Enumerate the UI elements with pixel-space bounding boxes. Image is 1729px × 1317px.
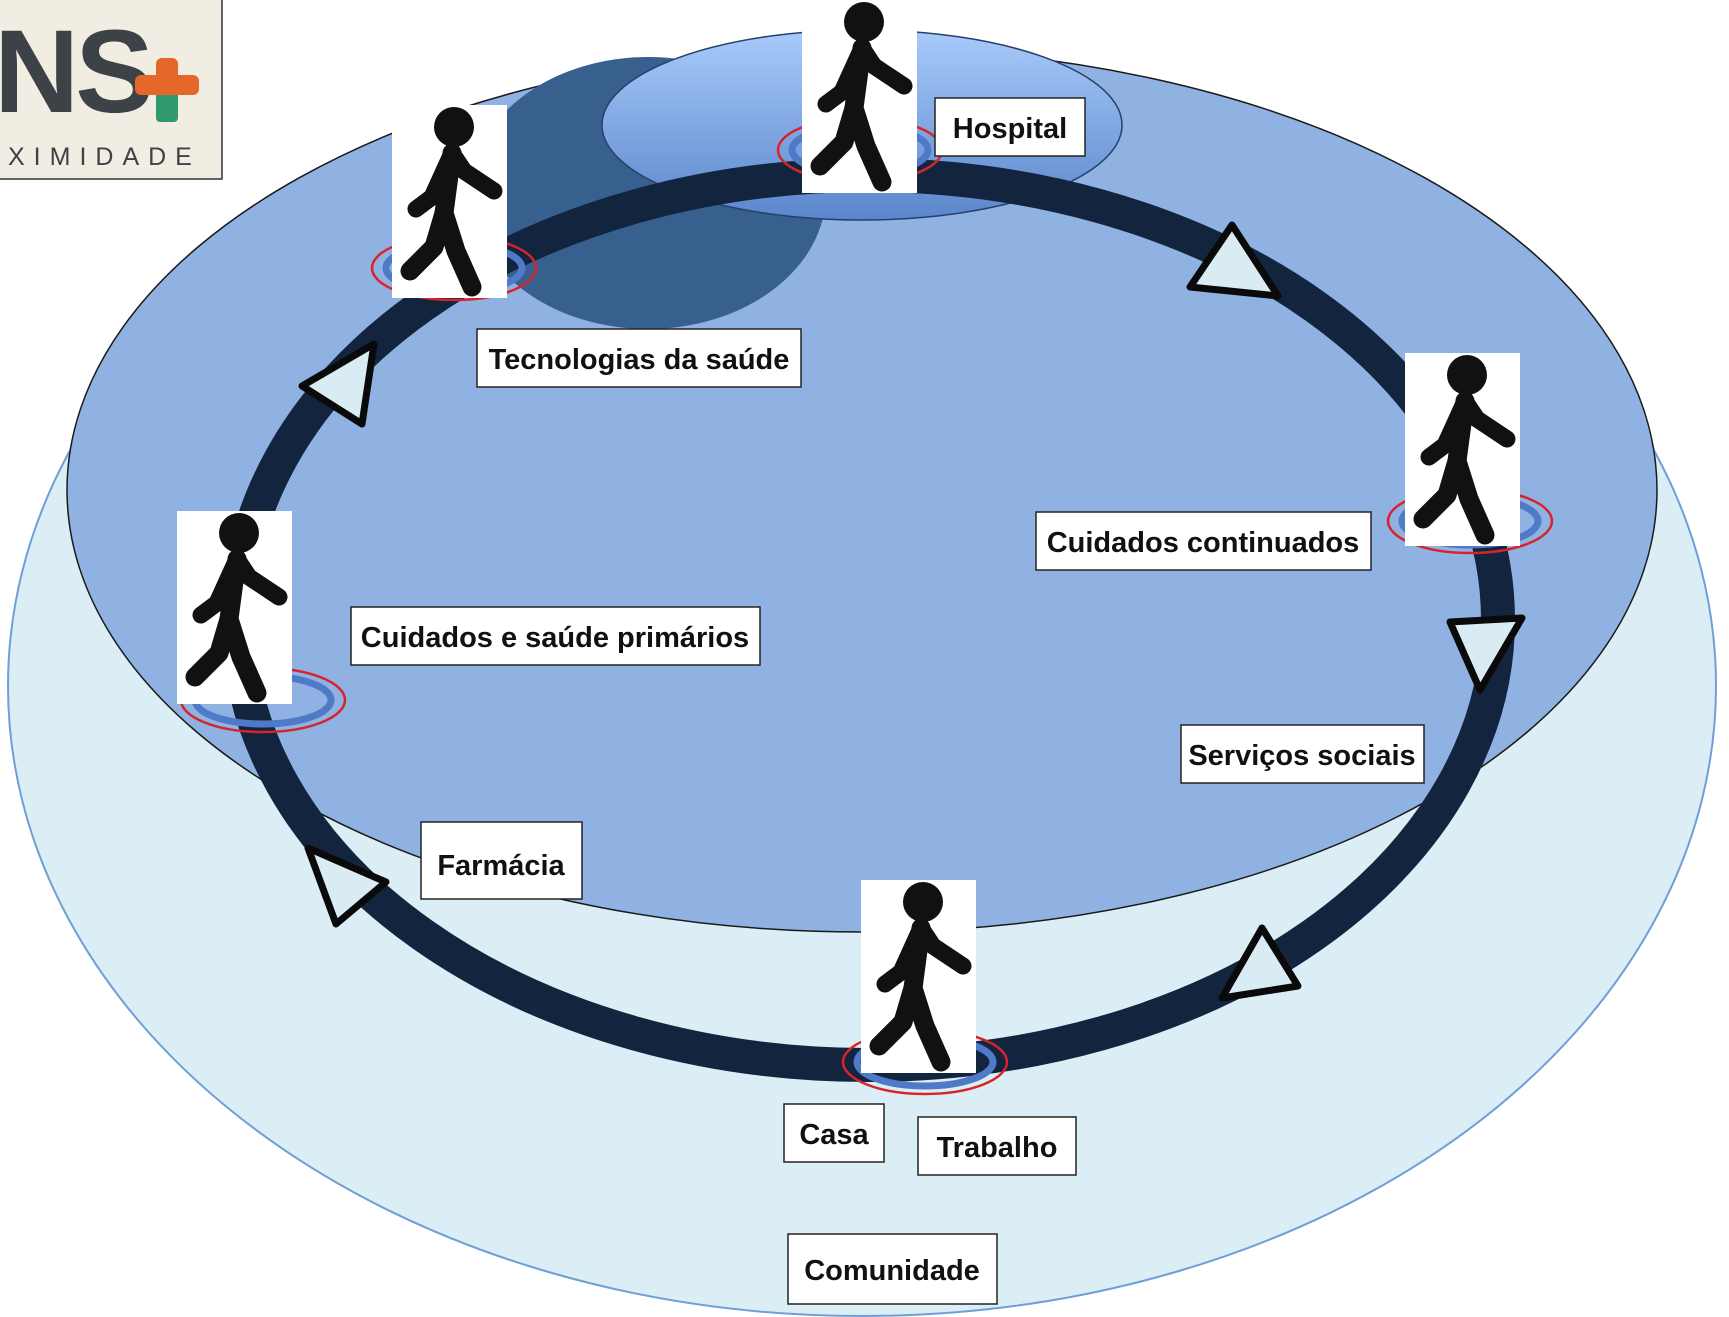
label-primary-care: Cuidados e saúde primários <box>350 606 761 666</box>
person-walking-icon <box>177 511 292 704</box>
svg-text:Hospital: Hospital <box>953 113 1067 145</box>
logo-letters: NS <box>0 6 150 138</box>
svg-text:Serviços sociais: Serviços sociais <box>1188 740 1415 772</box>
svg-text:Comunidade: Comunidade <box>804 1255 980 1287</box>
label-pharmacy: Farmácia <box>420 821 583 900</box>
person-walking-icon <box>802 0 917 193</box>
triangle-arrow-icon <box>1446 614 1526 694</box>
label-work: Trabalho <box>917 1116 1077 1176</box>
label-community: Comunidade <box>787 1233 998 1305</box>
svg-text:Farmácia: Farmácia <box>437 850 565 882</box>
label-technologies: Tecnologias da saúde <box>476 328 802 388</box>
person-walking-icon <box>392 105 507 298</box>
person-walking-icon <box>1405 353 1520 546</box>
svg-text:Tecnologias da saúde: Tecnologias da saúde <box>489 344 790 376</box>
svg-text:Cuidados continuados: Cuidados continuados <box>1047 527 1360 559</box>
label-continuing-care: Cuidados continuados <box>1035 511 1372 571</box>
person-walking-icon <box>861 880 976 1073</box>
triangle-arrow-icon <box>1186 221 1282 300</box>
label-hospital: Hospital <box>934 97 1086 157</box>
label-social-services: Serviços sociais <box>1180 724 1425 784</box>
svg-text:Casa: Casa <box>799 1119 869 1151</box>
svg-text:Cuidados e saúde primários: Cuidados e saúde primários <box>361 622 749 654</box>
triangle-arrow-icon <box>298 340 378 428</box>
logo-tagline: XIMIDADE <box>8 143 201 171</box>
logo: NS XIMIDADE <box>0 0 223 180</box>
label-home: Casa <box>783 1103 885 1163</box>
svg-text:Trabalho: Trabalho <box>937 1132 1058 1164</box>
triangle-arrow-icon <box>304 844 390 928</box>
plus-icon <box>135 58 199 122</box>
triangle-arrow-icon <box>1218 924 1302 1002</box>
